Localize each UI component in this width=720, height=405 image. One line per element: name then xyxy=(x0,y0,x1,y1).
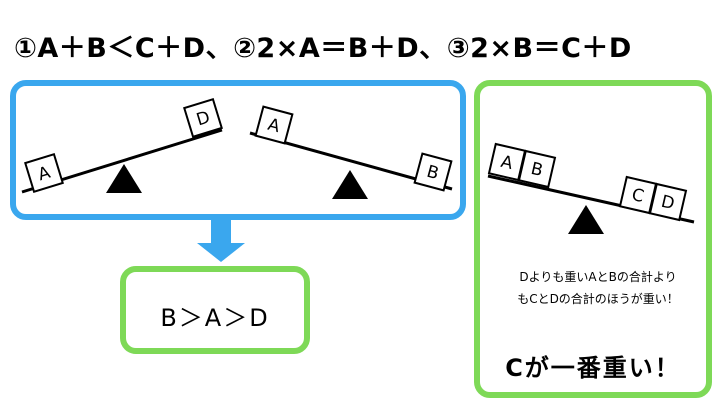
svg-text:D: D xyxy=(194,107,212,130)
svg-text:A: A xyxy=(499,152,515,174)
explanation-note: Dよりも重いAとBの合計より もCとDの合計のほうが重い！ xyxy=(498,266,698,310)
scale-2: A B xyxy=(249,105,453,199)
scale-1-block-right: D xyxy=(183,98,223,138)
scale-3-block-b: B xyxy=(517,149,557,189)
scale-3-block-c: C xyxy=(618,175,658,215)
conclusion-text: Cが一番重い！ xyxy=(505,354,681,382)
scale-1-block-left: A xyxy=(24,153,64,193)
scale-2-block-left: A xyxy=(254,105,294,145)
svg-text:A: A xyxy=(266,115,283,137)
scales-panel xyxy=(10,80,466,220)
result-text: B＞A＞D xyxy=(160,304,270,332)
scale-1: A D xyxy=(21,98,223,194)
scale-2-block-right: B xyxy=(413,152,453,192)
down-arrow-icon xyxy=(197,220,245,262)
conditions-title: ①A＋B＜C＋D、②2×A＝B＋D、③2×B＝C＋D xyxy=(14,33,632,64)
svg-text:D: D xyxy=(659,192,676,214)
scale-3-fulcrum-icon xyxy=(568,205,604,234)
svg-text:C: C xyxy=(630,185,646,207)
scale-1-fulcrum-icon xyxy=(106,164,142,193)
svg-text:B: B xyxy=(529,159,545,181)
svg-text:B: B xyxy=(425,162,441,184)
note-line-1: Dよりも重いAとBの合計より xyxy=(519,270,677,284)
scale-2-fulcrum-icon xyxy=(332,170,368,199)
note-line-2: もCとDの合計のほうが重い！ xyxy=(517,292,679,306)
scale-3: A B C D xyxy=(487,142,695,234)
scale-3-block-d: D xyxy=(648,182,688,222)
result-panel: B＞A＞D xyxy=(120,266,310,354)
conclusion-panel: Dよりも重いAとBの合計より もCとDの合計のほうが重い！ Cが一番重い！ xyxy=(474,80,712,398)
